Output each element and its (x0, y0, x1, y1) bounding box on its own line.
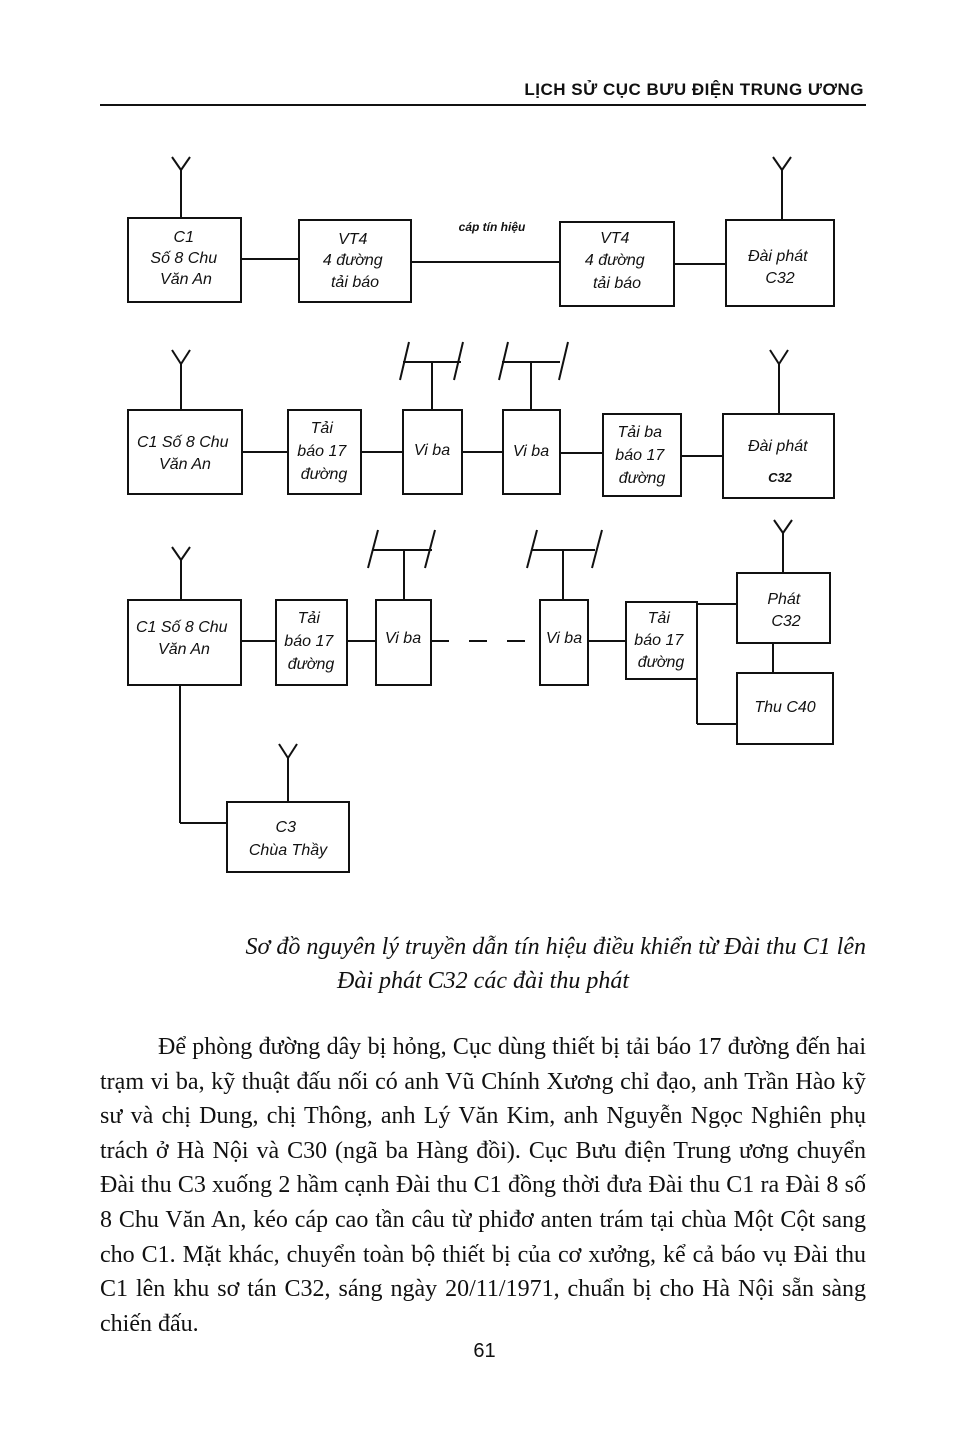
box-viba-right (539, 599, 589, 686)
box-tai-bao-left-label: Tải báo 17 đường (297, 420, 350, 483)
page-number: 61 (473, 1340, 496, 1362)
box-dai-phat-label: Đài phát C32 (748, 438, 812, 485)
box-c1-label: C1 Số 8 Chu Văn An (150, 229, 221, 288)
microwave-antenna-icon (498, 341, 569, 410)
box-tai-ba-right-label: Tải ba báo 17 đường (615, 424, 668, 487)
box-viba-left (402, 409, 463, 495)
box-c1-label: C1 Số 8 Chu Văn An (137, 434, 233, 473)
box-viba-right-label: Vi ba (546, 630, 582, 647)
box-vt4-left (298, 219, 412, 303)
box-tai-bao-right (625, 601, 698, 680)
box-dai-phat-label: Đài phát C32 (748, 248, 812, 287)
antenna-icon (171, 156, 191, 218)
box-vt4-right-label: VT4 4 đường tải báo (585, 230, 649, 292)
running-header: LỊCH SỬ CỤC BƯU ĐIỆN TRUNG ƯƠNG (100, 80, 866, 106)
antenna-icon (769, 349, 789, 414)
box-tai-bao-left-label: Tải báo 17 đường (284, 610, 337, 673)
figure-caption: Sơ đồ nguyên lý truyền dẫn tín hiệu điều… (100, 930, 866, 998)
row-3: C1 Số 8 Chu Văn An Tải báo 17 đường Vi b… (127, 519, 834, 873)
box-phat-c32-label: Phát C32 (767, 591, 804, 630)
box-c3 (226, 801, 350, 873)
box-c1 (127, 217, 242, 303)
box-thu-c40-label: Thu C40 (754, 699, 815, 716)
microwave-antenna-icon (367, 529, 436, 600)
box-vt4-right (559, 221, 675, 307)
row-2: C1 Số 8 Chu Văn An Tải báo 17 đường Vi b… (127, 341, 835, 499)
box-viba-right-label: Vi ba (513, 443, 549, 460)
antenna-icon (773, 519, 793, 573)
box-tai-ba-right (602, 413, 682, 497)
box-viba-right (502, 409, 561, 495)
box-tai-bao-left (287, 409, 362, 495)
box-viba-left (375, 599, 432, 686)
box-c1-label: C1 Số 8 Chu Văn An (136, 619, 232, 658)
microwave-antenna-icon (399, 341, 464, 410)
box-viba-left-label: Vi ba (385, 630, 421, 647)
box-c1 (127, 599, 242, 686)
body-paragraph: Để phòng đường dây bị hỏng, Cục dùng thi… (100, 1034, 866, 1337)
signal-diagram: C1 Số 8 Chu Văn An VT4 4 đường tải báo c… (127, 156, 835, 873)
antenna-icon (278, 743, 298, 802)
box-phat-c32 (736, 572, 831, 644)
box-viba-left-label: Vi ba (414, 442, 450, 459)
row-1: C1 Số 8 Chu Văn An VT4 4 đường tải báo c… (127, 156, 835, 307)
box-c3-label: C3 Chùa Thầy (249, 819, 328, 859)
antenna-icon (171, 546, 191, 600)
box-thu-c40 (736, 672, 834, 745)
antenna-icon (772, 156, 792, 220)
box-dai-phat (725, 219, 835, 307)
caption-line: Sơ đồ nguyên lý truyền dẫn tín hiệu điều… (245, 934, 866, 960)
box-dai-phat (722, 413, 835, 499)
microwave-antenna-icon (526, 529, 603, 600)
header-title: LỊCH SỬ CỤC BƯU ĐIỆN TRUNG ƯƠNG (524, 80, 864, 99)
box-tai-bao-left (275, 599, 348, 686)
box-c1 (127, 409, 243, 495)
box-vt4-left-label: VT4 4 đường tải báo (323, 231, 387, 291)
antenna-icon (171, 349, 191, 410)
cable-label: cáp tín hiệu (459, 220, 526, 234)
box-tai-bao-right-label: Tải báo 17 đường (634, 610, 687, 671)
caption-line: Đài phát C32 các đài thu phát (337, 968, 629, 994)
